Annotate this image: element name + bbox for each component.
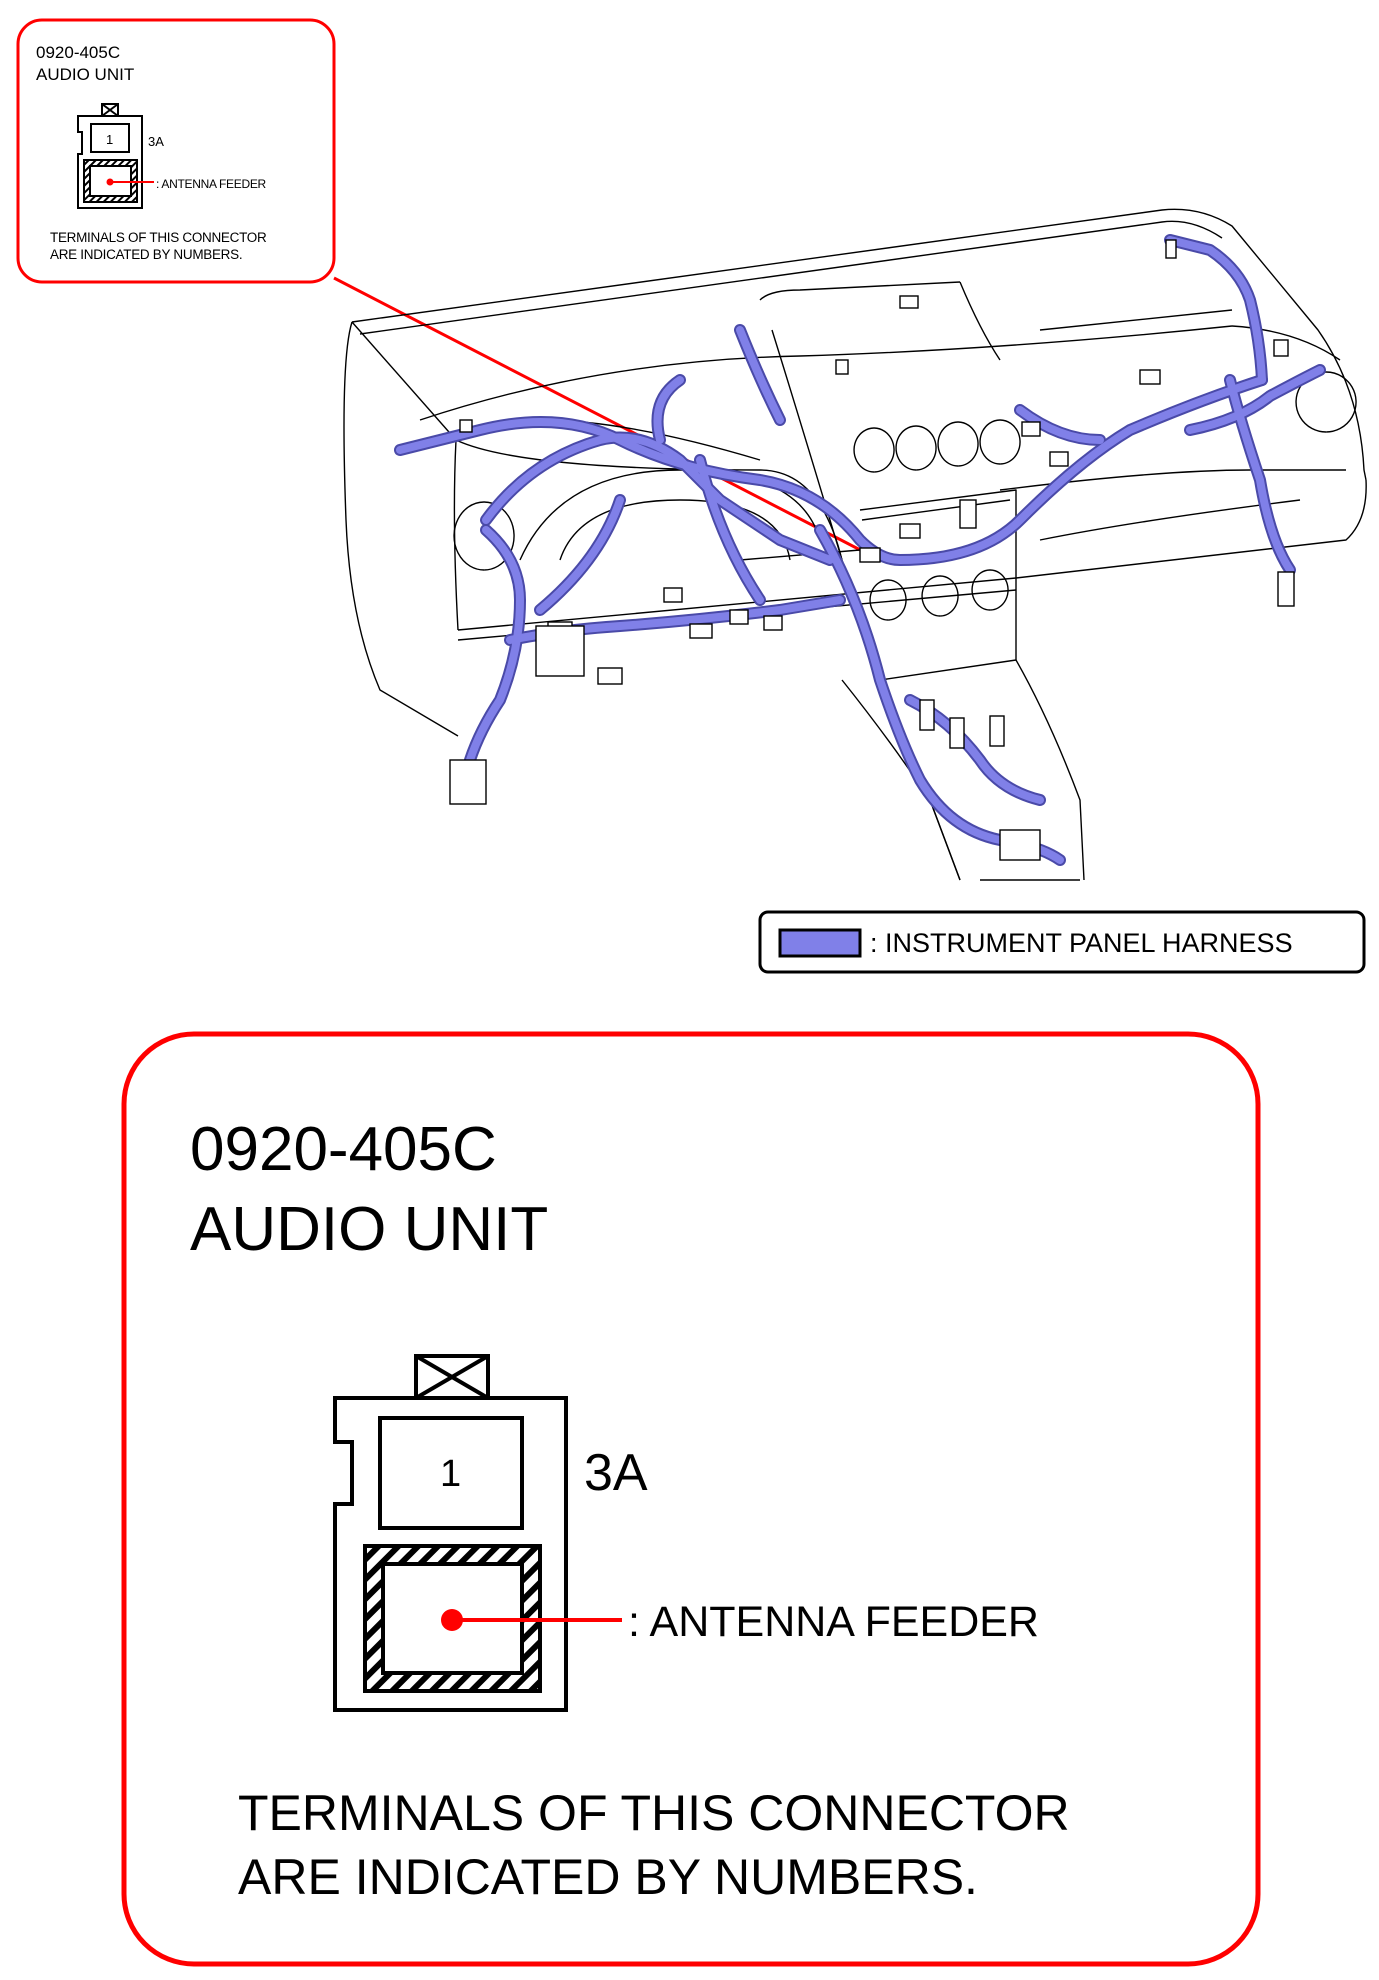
connector-symbol	[333, 1354, 568, 1712]
large-callout: 0920-405C AUDIO UNIT 1 3A : ANTENNA FEED…	[121, 1031, 1261, 1967]
legend-swatch	[778, 928, 862, 958]
callout-leader-line	[333, 276, 871, 557]
small-pin-number: 1	[106, 132, 113, 147]
connector-code: 0920-405C	[190, 1115, 497, 1184]
harness-connectors	[449, 239, 1295, 861]
small-note-line2: ARE INDICATED BY NUMBERS.	[50, 247, 242, 262]
pin-function: : ANTENNA FEEDER	[628, 1598, 1039, 1646]
connector-name: AUDIO UNIT	[190, 1195, 548, 1264]
small-connector-id: 3A	[148, 134, 164, 149]
pin-number: 1	[440, 1453, 461, 1495]
note-line2: ARE INDICATED BY NUMBERS.	[238, 1849, 978, 1905]
small-connector-code: 0920-405C	[36, 43, 120, 62]
small-callout-frame	[16, 18, 336, 284]
terminal-1-cavity	[378, 1416, 524, 1530]
connector-id: 3A	[584, 1444, 648, 1502]
small-connector-symbol	[77, 103, 143, 209]
small-note-line1: TERMINALS OF THIS CONNECTOR	[50, 230, 267, 245]
small-callout: 0920-405C AUDIO UNIT 1 3A : ANTENNA FEED…	[16, 18, 336, 284]
legend: : INSTRUMENT PANEL HARNESS	[758, 910, 1366, 974]
legend-label: : INSTRUMENT PANEL HARNESS	[870, 928, 1293, 958]
small-connector-name: AUDIO UNIT	[36, 65, 134, 84]
legend-frame	[758, 910, 1366, 974]
small-pin-function: : ANTENNA FEEDER	[156, 177, 267, 191]
large-callout-frame	[121, 1031, 1261, 1967]
note-line1: TERMINALS OF THIS CONNECTOR	[238, 1785, 1070, 1841]
